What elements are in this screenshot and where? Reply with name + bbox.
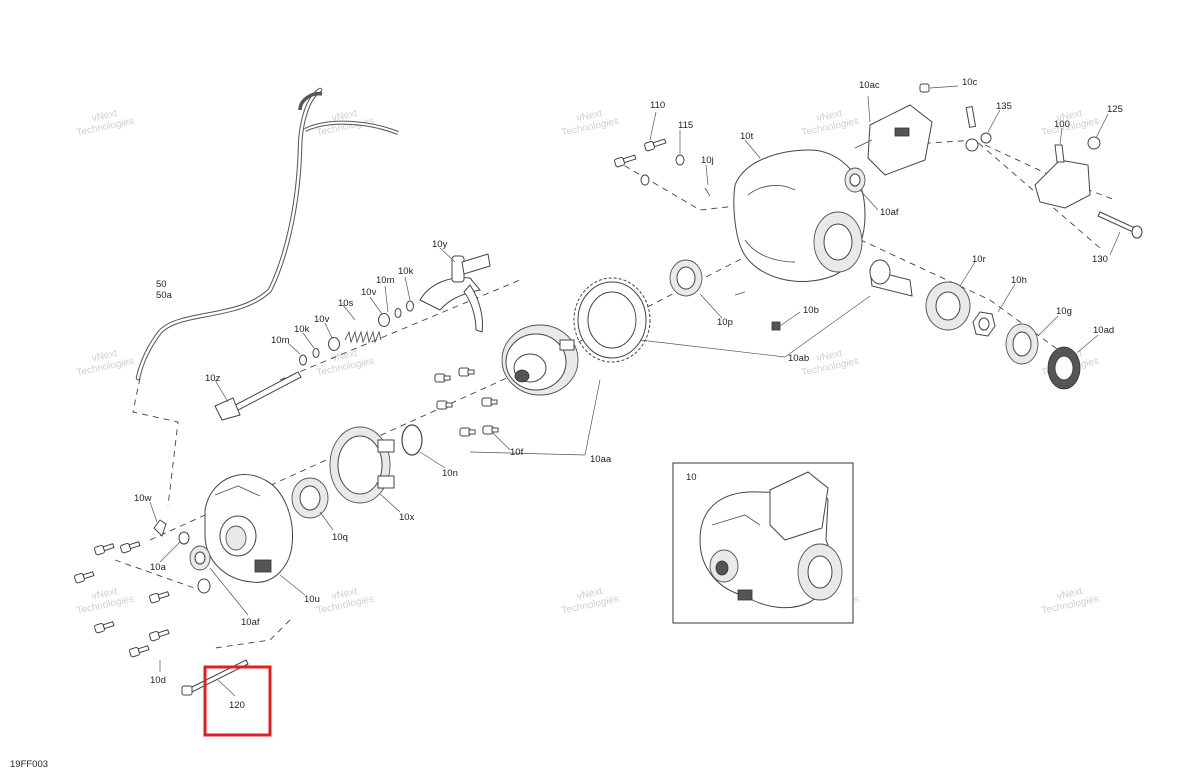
bracket-100 (1034, 144, 1091, 209)
svg-text:vNext: vNext (1056, 586, 1084, 602)
shift-rod-10z (214, 371, 302, 421)
svg-text:vNext: vNext (331, 348, 359, 364)
watermark: vNext Technologies (801, 108, 860, 139)
svg-text:vNext: vNext (91, 108, 119, 124)
leader-lines (149, 85, 1121, 697)
pinion-10ab (869, 259, 913, 297)
callout-10af-bot: 10af (241, 617, 260, 628)
callout-10aa: 10aa (590, 454, 612, 465)
watermark: vNext Technologies (76, 108, 135, 139)
small-parts-rod (299, 300, 414, 366)
callout-50a: 50a (156, 290, 173, 301)
callout-10k-b: 10k (294, 324, 310, 335)
callout-10s: 10s (338, 298, 354, 309)
callout-10k-a: 10k (398, 266, 414, 277)
svg-text:vNext: vNext (576, 586, 604, 602)
callout-10w: 10w (134, 493, 152, 504)
o-ring-10n (401, 424, 423, 456)
bearing-10p (669, 259, 703, 297)
callout-110: 110 (650, 100, 665, 111)
callout-10y: 10y (432, 239, 448, 250)
callout-10z: 10z (205, 373, 221, 384)
housing-10u (204, 474, 294, 583)
callout-115: 115 (678, 120, 693, 131)
callout-10j: 10j (701, 155, 714, 166)
watermark: vNext Technologies (76, 348, 135, 379)
seal-10af-lower (189, 545, 211, 571)
svg-text:vNext: vNext (1056, 108, 1084, 124)
inset-assembly-10: 10 (672, 462, 854, 624)
callout-10n: 10n (442, 468, 458, 479)
svg-text:vNext: vNext (816, 348, 844, 364)
actuator-10ac (854, 104, 933, 176)
callout-10af-top: 10af (880, 207, 899, 218)
callout-10q: 10q (332, 532, 348, 543)
callout-10f: 10f (510, 447, 524, 458)
svg-text:vNext: vNext (331, 108, 359, 124)
callout-135: 135 (996, 101, 1012, 112)
bolts-10d (74, 541, 170, 658)
callout-100: 100 (1054, 119, 1070, 130)
washer-10g (1005, 323, 1039, 365)
callout-10ad: 10ad (1093, 325, 1114, 336)
bolts-10f (434, 367, 499, 437)
nut-10h (972, 311, 996, 337)
callout-10d: 10d (150, 675, 166, 686)
bolt-130 (1097, 211, 1143, 239)
watermark: vNext Technologies (561, 586, 620, 617)
callout-10v-b: 10v (314, 314, 330, 325)
svg-text:vNext: vNext (91, 586, 119, 602)
highlight-box-120[interactable]: 120 (203, 665, 272, 737)
callout-10g: 10g (1056, 306, 1072, 317)
cable-50 (135, 87, 399, 381)
diagram-code: 19FF003 (10, 759, 48, 770)
svg-text:vNext: vNext (576, 108, 604, 124)
seal-10ad (1047, 346, 1081, 390)
differential-10aa (501, 324, 579, 396)
spring-10s (344, 330, 382, 344)
svg-text:vNext: vNext (91, 348, 119, 364)
watermark: vNext Technologies (561, 108, 620, 139)
breather-10w (153, 519, 167, 537)
watermark: vNext Technologies (316, 586, 375, 617)
cover-10x (329, 426, 395, 504)
bearing-10r (925, 281, 971, 331)
ring-gear-10ab (573, 277, 651, 363)
callout-10p: 10p (717, 317, 733, 328)
callout-10x: 10x (399, 512, 415, 523)
bolts-top-right (919, 83, 1101, 152)
assembly-illustration (699, 471, 843, 609)
callout-10v-a: 10v (361, 287, 377, 298)
callout-50: 50 (156, 279, 167, 290)
callout-10c: 10c (962, 77, 978, 88)
bolts-110-115 (614, 138, 781, 331)
shift-fork-10y (419, 253, 491, 333)
watermark: vNext Technologies (1041, 586, 1100, 617)
callout-10u: 10u (304, 594, 320, 605)
callout-10r: 10r (972, 254, 986, 265)
svg-text:vNext: vNext (331, 586, 359, 602)
callout-labels: 10ac 10c 110 115 10t 10j 135 125 100 10a… (134, 77, 1123, 686)
watermark: vNext Technologies (76, 586, 135, 617)
callout-120: 120 (229, 700, 245, 711)
callout-10ac: 10ac (859, 80, 880, 91)
inset-label: 10 (686, 472, 697, 483)
callout-10ab: 10ab (788, 353, 809, 364)
callout-10a: 10a (150, 562, 167, 573)
callout-10h: 10h (1011, 275, 1027, 286)
callout-10b: 10b (803, 305, 819, 316)
plug-10a (178, 531, 211, 594)
bearing-10q (291, 477, 329, 519)
seal-10af-top (844, 167, 866, 193)
svg-text:vNext: vNext (816, 108, 844, 124)
callout-130: 130 (1092, 254, 1108, 265)
callout-10m-a: 10m (376, 275, 395, 286)
long-bolt-120 (181, 659, 249, 696)
callout-10t: 10t (740, 131, 754, 142)
housing-10t (733, 149, 866, 282)
callout-10m-b: 10m (271, 335, 290, 346)
callout-125: 125 (1107, 104, 1123, 115)
